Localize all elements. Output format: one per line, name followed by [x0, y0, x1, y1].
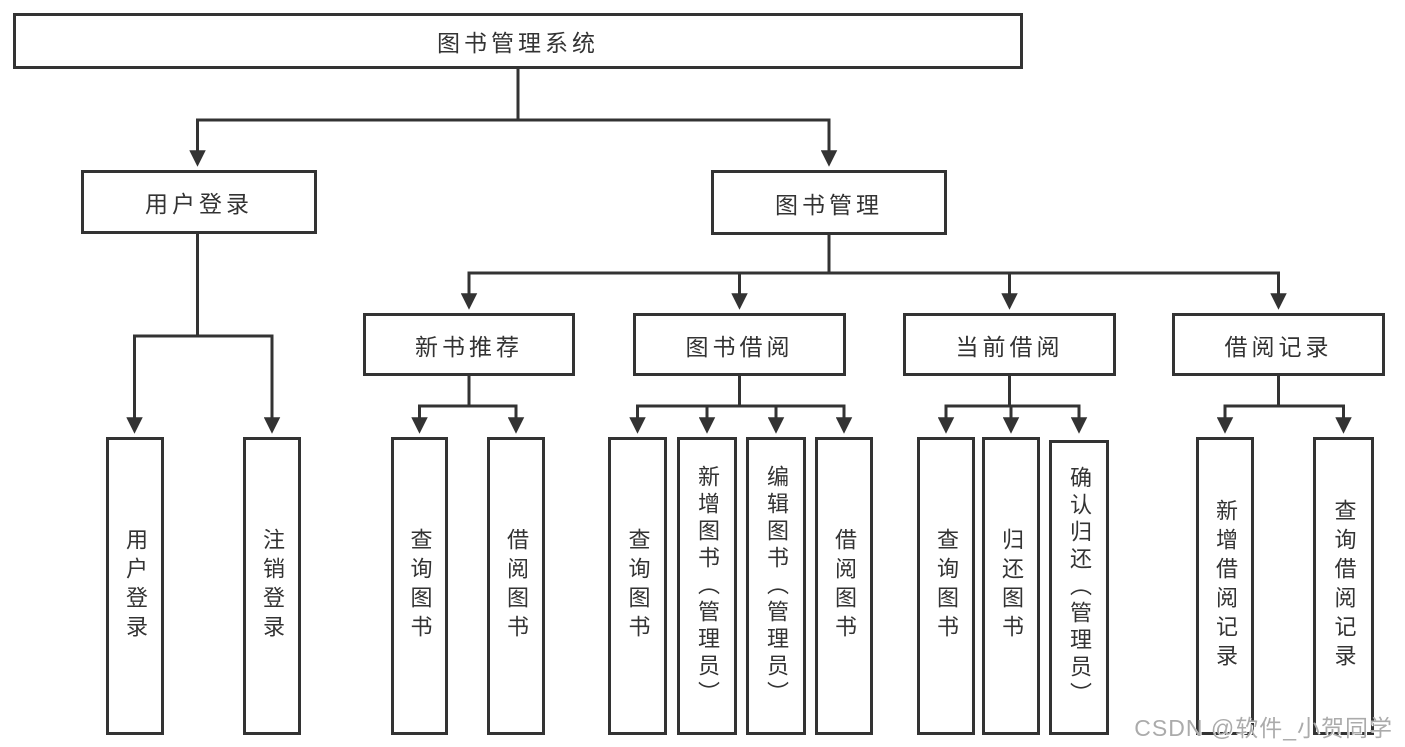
node-current-borrowing: 当前借阅 — [903, 313, 1116, 376]
leaf-return-books: 归还图书 — [982, 437, 1040, 735]
leaf-logout: 注销登录 — [243, 437, 301, 735]
node-label: 图书管理 — [775, 191, 883, 218]
node-root-system: 图书管理系统 — [13, 13, 1023, 69]
node-label: 图书管理系统 — [437, 30, 599, 56]
leaf-query-books-3: 查询图书 — [917, 437, 975, 735]
leaf-add-books-admin: 新增图书（管理员） — [677, 437, 737, 735]
node-label: 新增图书（管理员） — [695, 464, 720, 708]
node-book-management-module: 图书管理 — [711, 170, 947, 235]
leaf-edit-books-admin: 编辑图书（管理员） — [746, 437, 806, 735]
node-label: 用户登录 — [145, 191, 253, 217]
node-label: 查询图书 — [407, 528, 433, 644]
leaf-borrow-books-1: 借阅图书 — [487, 437, 545, 735]
node-label: 图书借阅 — [685, 333, 794, 360]
leaf-query-books-2: 查询图书 — [608, 437, 667, 735]
leaf-query-books-1: 查询图书 — [391, 437, 448, 735]
node-book-borrowing: 图书借阅 — [633, 313, 846, 376]
leaf-query-borrow-record: 查询借阅记录 — [1313, 437, 1374, 735]
node-label: 借阅图书 — [504, 528, 529, 644]
leaf-borrow-books-2: 借阅图书 — [815, 437, 873, 735]
node-label: 新增借阅记录 — [1213, 499, 1238, 673]
node-label: 编辑图书（管理员） — [764, 464, 789, 708]
node-label: 确认归还（管理员） — [1067, 466, 1092, 709]
node-new-book-recommend: 新书推荐 — [363, 313, 575, 376]
node-label: 用户登录 — [123, 528, 148, 644]
node-label: 归还图书 — [999, 528, 1024, 644]
node-borrowing-records: 借阅记录 — [1172, 313, 1385, 376]
leaf-add-borrow-record: 新增借阅记录 — [1196, 437, 1254, 735]
node-user-login-module: 用户登录 — [81, 170, 317, 234]
node-label: 查询图书 — [625, 528, 651, 644]
node-label: 查询借阅记录 — [1331, 499, 1357, 673]
node-label: 注销登录 — [260, 528, 285, 644]
node-label: 借阅记录 — [1224, 333, 1333, 360]
leaf-user-login: 用户登录 — [106, 437, 164, 735]
node-label: 借阅图书 — [832, 528, 857, 644]
node-label: 新书推荐 — [415, 333, 523, 360]
csdn-watermark: CSDN @软件_小贺同学 — [1134, 715, 1393, 741]
node-label: 当前借阅 — [955, 333, 1064, 360]
leaf-confirm-return-admin: 确认归还（管理员） — [1049, 440, 1109, 735]
node-label: 查询图书 — [934, 528, 959, 644]
